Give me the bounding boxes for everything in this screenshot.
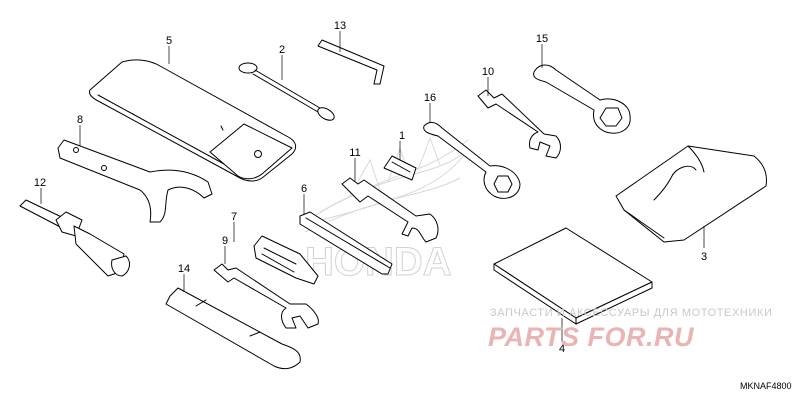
tool-wrap: [165, 287, 301, 370]
combination-wrench-11: [341, 177, 439, 243]
callout-6: 6: [301, 183, 307, 195]
diagram-code: MKNAF4800: [740, 381, 792, 391]
callout-3: 3: [701, 251, 707, 263]
ring-wrench-16: [423, 121, 521, 199]
callout-8: 8: [77, 114, 83, 126]
screwdriver-shaft: [299, 211, 393, 275]
honda-wing-icon: [299, 136, 469, 233]
site-watermark: ЗАПЧАСТИ И АКСЕССУАРЫ ДЛЯ МОТОТЕХНИКИ PA…: [488, 307, 772, 352]
open-end-wrench-10: [477, 89, 561, 159]
callout-1: 1: [399, 130, 405, 142]
honda-logo-watermark: HONDA: [299, 136, 469, 285]
callout-9: 9: [222, 235, 228, 247]
watermark-brand: PARTS FOR.RU: [488, 322, 695, 352]
callout-4: 4: [559, 343, 565, 355]
fuse-puller: [383, 155, 417, 181]
callout-15: 15: [536, 33, 548, 45]
screwdriver-handle: [253, 235, 319, 285]
callout-2: 2: [279, 44, 285, 56]
box-wrench-15: [533, 64, 631, 134]
callout-14: 14: [178, 263, 190, 275]
socket-wrench: [19, 199, 130, 277]
spoke-wrench: [238, 62, 335, 121]
tool-bag: [89, 59, 297, 182]
callouts: 1 2 3 4 5 6 7 8 9 10 11 12 13 14 15 16: [34, 20, 707, 355]
open-end-wrench-9: [213, 263, 319, 329]
callout-7: 7: [231, 211, 237, 223]
leader-lines: [40, 31, 705, 342]
hex-key: [317, 39, 385, 85]
owners-manual: [493, 227, 653, 325]
callout-13: 13: [334, 20, 346, 32]
pin-spanner: [57, 139, 213, 223]
callout-16: 16: [424, 92, 436, 104]
callout-12: 12: [34, 177, 46, 189]
callout-11: 11: [349, 147, 360, 159]
callout-5: 5: [166, 35, 172, 47]
tool-pouch: [615, 145, 767, 243]
callout-10: 10: [482, 66, 494, 78]
watermark-subtitle: ЗАПЧАСТИ И АКСЕССУАРЫ ДЛЯ МОТОТЕХНИКИ: [490, 307, 772, 319]
